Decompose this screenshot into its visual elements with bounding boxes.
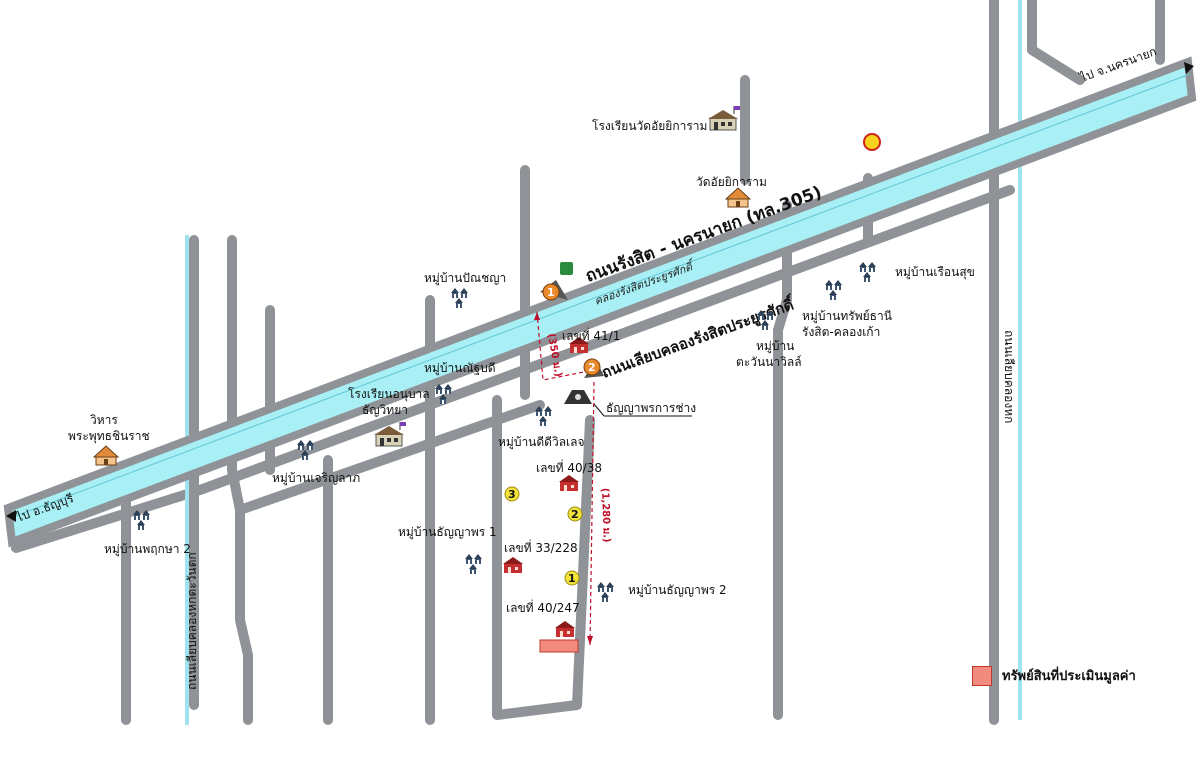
map-legend: ทรัพย์สินที่ประเมินมูลค่า [972,665,1136,686]
property-41-1[interactable]: เลขที่ 41/1 [562,327,620,353]
bank-icon [560,262,573,275]
marker-yellow-3[interactable]: 3 [504,486,520,502]
label-school-wat: โรงเรียนวัดอัยยิการาม [592,119,707,133]
label-school-anuban-2: ธัญวิทยา [362,403,408,417]
distance-line-1280 [589,381,595,646]
marker-yellow-2[interactable]: 2 [567,506,583,522]
property-40-38[interactable]: เลขที่ 40/38 [536,459,602,491]
red-house-icon [555,621,575,637]
temple-icon [93,445,119,466]
village-icon [451,288,468,308]
label-shop: ธัญญาพรการช่าง [606,401,696,415]
landmark-school-wat: โรงเรียนวัดอัยยิการาม [592,105,741,133]
village-thanyaporn1: หมู่บ้านธัญญาพร 1 [398,525,497,574]
temple-icon [725,187,751,208]
road-tawanna [773,200,792,720]
main-road-corridor [3,56,1197,548]
label-address-33-228: เลขที่ 33/228 [504,539,578,555]
label-village-thanyaporn2: หมู่บ้านธัญญาพร 2 [628,583,727,598]
label-village-narubodi: หมู่บ้านณัฐบดี [424,361,496,376]
village-thanyaporn2: หมู่บ้านธัญญาพร 2 [597,582,727,602]
village-tawanna: หมู่บ้าน ตะวันนาวิลล์ [736,310,802,369]
label-village-tawanna: หมู่บ้าน [756,339,794,354]
main-canal-band [3,56,1197,548]
label-vihara: วิหาร [90,413,119,427]
label-vihara-2: พระพุทธชินราช [68,429,150,444]
label-school-anuban: โรงเรียนอนุบาล [348,387,430,402]
village-icon [859,262,876,282]
marker-label: 3 [508,488,516,501]
village-sapthani: หมู่บ้านทรัพย์ธานี รังสิต-คลองเก้า [802,280,892,339]
marker-orange-1[interactable]: 1 [540,280,568,301]
label-village-sapthani: หมู่บ้านทรัพย์ธานี [802,309,892,324]
landmark-vihara: วิหาร พระพุทธชินราช [68,413,150,466]
marker-label: 1 [547,286,555,299]
subject-property[interactable] [539,639,579,653]
landmark-wat: วัดอัยยิการาม [696,175,767,208]
village-icon [465,554,482,574]
label-address-41-1: เลขที่ 41/1 [562,327,620,343]
label-village-charoen: หมู่บ้านเจริญลาภ [272,471,360,486]
village-charoen: หมู่บ้านเจริญลาภ [272,440,360,486]
label-address-40-38: เลขที่ 40/38 [536,459,602,475]
label-address-40-247: เลขที่ 40/247 [506,599,580,615]
shell-station-icon [863,133,881,151]
label-village-ruensuk: หมู่บ้านเรือนสุข [895,265,975,280]
red-house-icon [559,475,579,491]
label-village-thanyaporn1: หมู่บ้านธัญญาพร 1 [398,525,497,540]
label-wat: วัดอัยยิการาม [696,175,767,189]
marker-label: 2 [571,508,579,521]
landmark-shell [863,133,881,151]
legend-label: ทรัพย์สินที่ประเมินมูลค่า [1002,669,1136,684]
village-narubodi: หมู่บ้านณัฐบดี [424,361,496,404]
label-right-vertical-road: ถนนเลียบคลองหก [1002,330,1016,423]
road-link-south [235,400,545,515]
main-canal-line [9,73,1191,519]
road-right-upper [1027,0,1085,85]
road-loop-thanyaporn [492,395,595,720]
village-deeville: หมู่บ้านดีดีวิลเลจ [498,406,585,450]
label-distance-1280: (1,280 ม.) [599,488,612,543]
village-icon [535,406,552,426]
landmark-shop: ธัญญาพรการช่าง [564,390,696,417]
village-icon [825,280,842,300]
label-village-panchaya: หมู่บ้านปัณชญา [424,271,506,286]
label-left-vertical-road: ถนนเลียบคลองหกตะวันตก [185,552,199,690]
red-house-icon [503,557,523,573]
label-village-deeville: หมู่บ้านดีดีวิลเลจ [498,435,585,450]
legend-swatch [972,665,992,686]
school-icon [707,105,741,131]
marker-label: 2 [588,361,596,374]
road-secondary-diagonal [11,185,1015,553]
label-village-tawanna-2: ตะวันนาวิลล์ [736,355,802,369]
arrow-west-icon [6,510,16,522]
marker-orange-2[interactable]: 2 [583,358,604,378]
village-ruensuk: หมู่บ้านเรือนสุข [859,262,975,282]
arrow-east-icon [1184,62,1194,74]
marker-label: 1 [568,572,576,585]
property-33-228[interactable]: เลขที่ 33/228 [503,539,578,573]
distance-1280: (1,280 ม.) [587,381,612,646]
landmark-school-anuban: โรงเรียนอนุบาล ธัญวิทยา [348,387,430,447]
village-pruksa: หมู่บ้านพฤกษา 2 [104,510,191,557]
distance-line-350 [536,311,585,381]
landmark-bank [560,262,573,275]
village-icon [597,582,614,602]
label-village-pruksa: หมู่บ้านพฤกษา 2 [104,542,191,557]
label-village-sapthani-2: รังสิต-คลองเก้า [802,325,880,339]
property-40-247[interactable]: เลขที่ 40/247 [506,599,580,653]
village-panchaya: หมู่บ้านปัณชญา [424,271,506,308]
marker-yellow-1[interactable]: 1 [564,570,580,586]
